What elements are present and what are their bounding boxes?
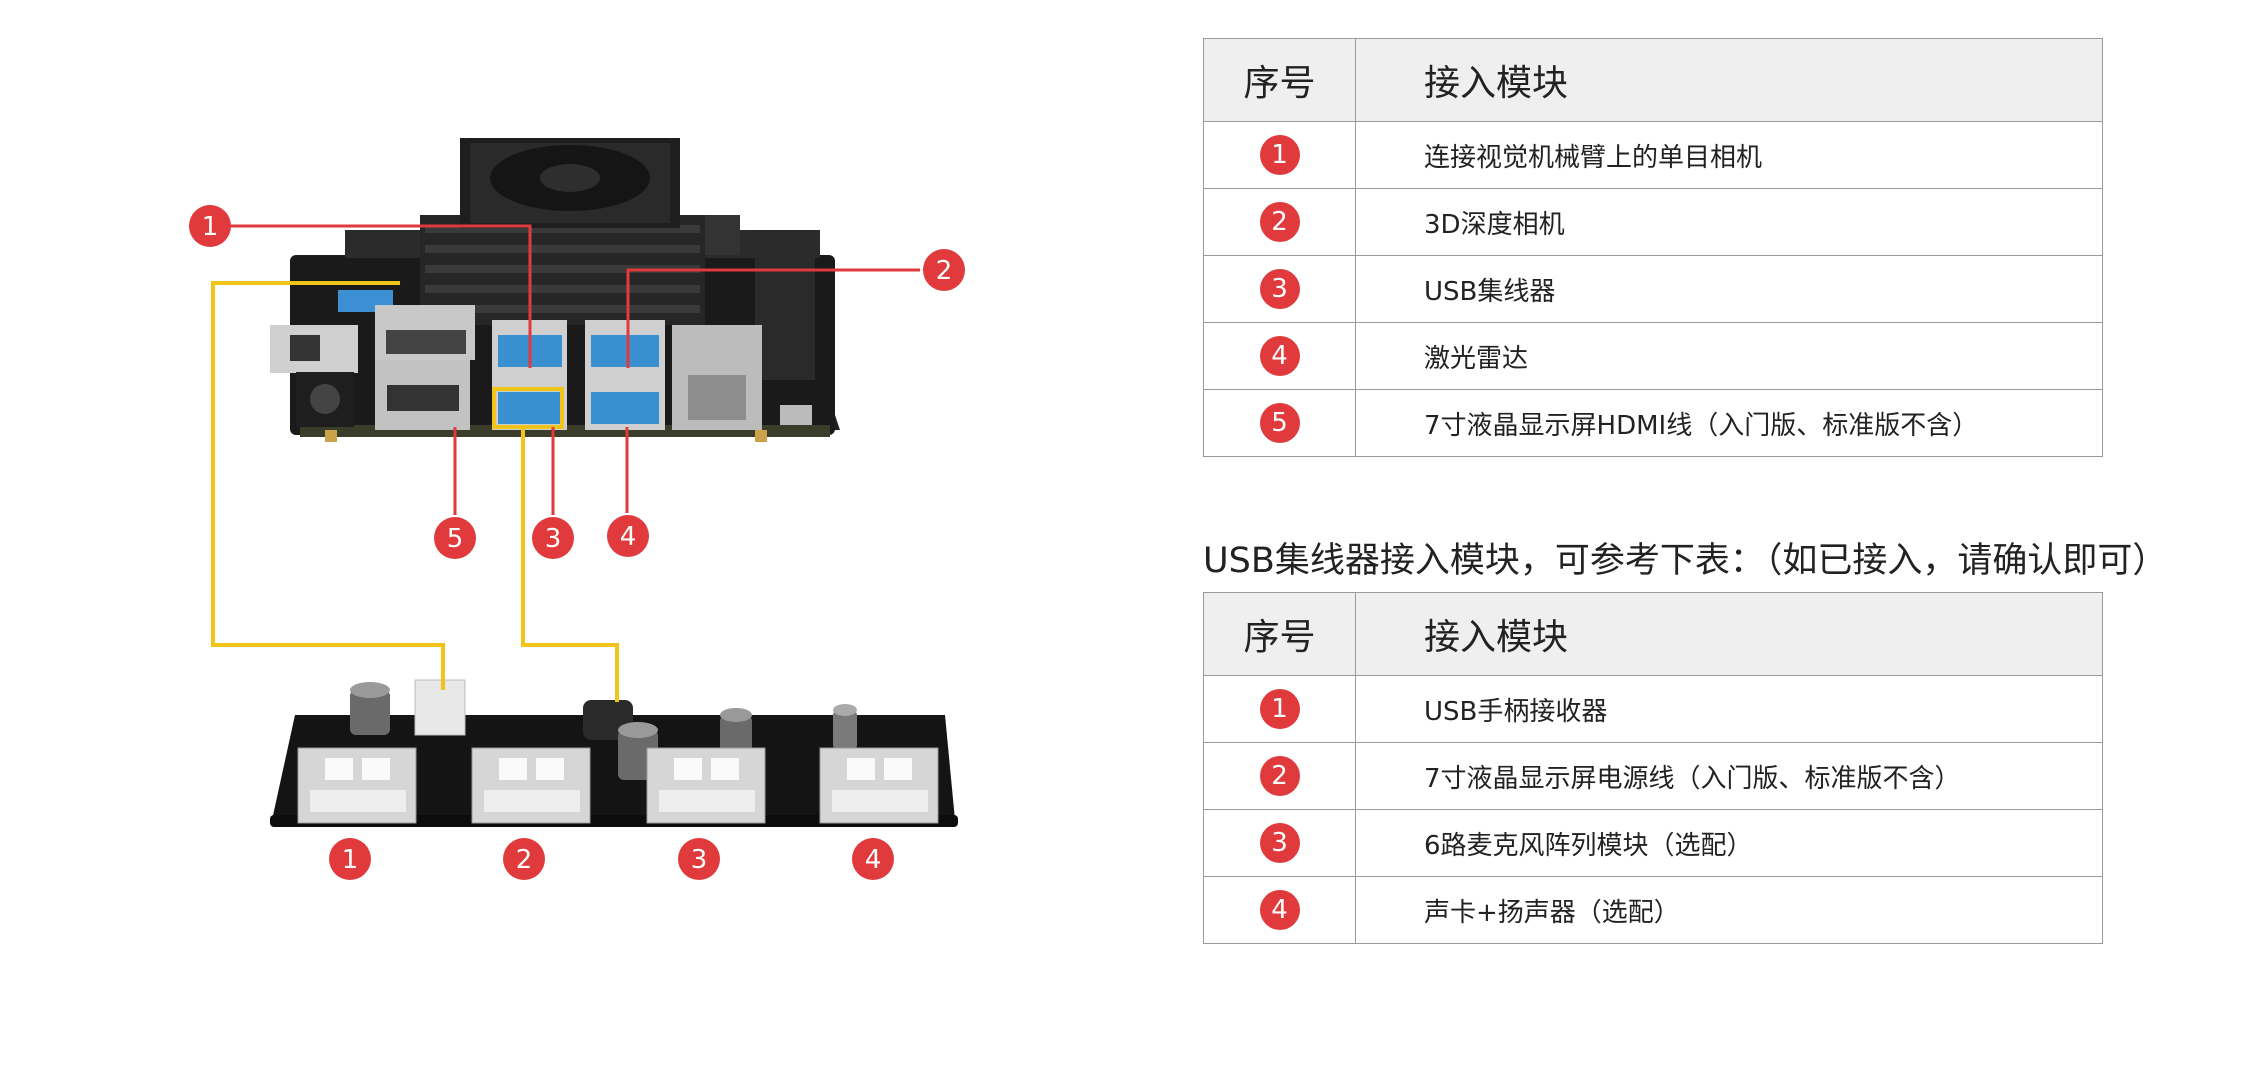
module-cell: USB集线器 <box>1355 255 2103 323</box>
main-board-table: 序号 接入模块 1 连接视觉机械臂上的单目相机 2 3D深度相机 3 USB集线… <box>1203 38 2103 457</box>
hub-callout-label: 1 <box>342 845 359 875</box>
table-header-row: 序号 接入模块 <box>1203 592 2103 676</box>
table-row: 1 连接视觉机械臂上的单目相机 <box>1203 121 2103 189</box>
wiring-diagram: 1 2 5 3 4 1 2 3 4 <box>189 138 965 880</box>
number-badge: 2 <box>1259 202 1300 242</box>
board-callout-1: 1 <box>189 205 231 247</box>
hub-port-1 <box>297 747 417 824</box>
board-callout-2: 2 <box>923 249 965 291</box>
hub-port-4 <box>819 747 939 824</box>
usb-hub-heading: USB集线器接入模块，可参考下表：（如已接入，请确认即可） <box>1203 541 2168 581</box>
module-cell: 激光雷达 <box>1355 322 2103 390</box>
hub-callout-1: 1 <box>329 838 371 880</box>
hub-callout-label: 2 <box>516 845 533 875</box>
module-cell: USB手柄接收器 <box>1355 675 2103 743</box>
board-callout-label: 3 <box>545 524 562 554</box>
table-row: 4 声卡+扬声器（选配） <box>1203 876 2103 944</box>
column-header-module: 接入模块 <box>1355 38 2103 122</box>
module-cell: 6路麦克风阵列模块（选配） <box>1355 809 2103 877</box>
table-row: 4 激光雷达 <box>1203 322 2103 390</box>
table-row: 2 3D深度相机 <box>1203 188 2103 256</box>
board-callout-label: 4 <box>620 522 637 552</box>
board-callout-label: 1 <box>202 212 219 242</box>
hub-port-3 <box>646 747 766 824</box>
hub-callout-label: 3 <box>691 845 708 875</box>
table-row: 3 6路麦克风阵列模块（选配） <box>1203 809 2103 877</box>
module-cell: 连接视觉机械臂上的单目相机 <box>1355 121 2103 189</box>
controller-board <box>270 138 840 442</box>
hub-callout-3: 3 <box>678 838 720 880</box>
number-badge: 4 <box>1259 890 1300 930</box>
number-badge: 3 <box>1259 823 1300 863</box>
board-callout-label: 5 <box>447 524 464 554</box>
table-row: 3 USB集线器 <box>1203 255 2103 323</box>
table-row: 2 7寸液晶显示屏电源线（入门版、标准版不含） <box>1203 742 2103 810</box>
table-row: 5 7寸液晶显示屏HDMI线（入门版、标准版不含） <box>1203 389 2103 457</box>
fan <box>460 138 680 228</box>
hub-callout-4: 4 <box>852 838 894 880</box>
number-badge: 2 <box>1259 756 1300 796</box>
board-callout-4: 4 <box>607 515 649 557</box>
module-cell: 3D深度相机 <box>1355 188 2103 256</box>
hub-port-2 <box>471 747 591 824</box>
number-badge: 1 <box>1259 689 1300 729</box>
table-row: 1 USB手柄接收器 <box>1203 675 2103 743</box>
hub-callout-label: 4 <box>865 845 882 875</box>
hub-callout-2: 2 <box>503 838 545 880</box>
board-callout-5: 5 <box>434 517 476 559</box>
number-badge: 1 <box>1259 135 1300 175</box>
usb-hub-table: 序号 接入模块 1 USB手柄接收器 2 7寸液晶显示屏电源线（入门版、标准版不… <box>1203 592 2103 944</box>
table-header-row: 序号 接入模块 <box>1203 38 2103 122</box>
usb-hub-board <box>270 679 958 827</box>
module-cell: 7寸液晶显示屏HDMI线（入门版、标准版不含） <box>1355 389 2103 457</box>
number-badge: 4 <box>1259 336 1300 376</box>
module-cell: 声卡+扬声器（选配） <box>1355 876 2103 944</box>
board-callout-3: 3 <box>532 517 574 559</box>
red-leader-lines <box>230 224 920 515</box>
column-header-number: 序号 <box>1203 38 1356 122</box>
number-badge: 5 <box>1259 403 1300 443</box>
number-badge: 3 <box>1259 269 1300 309</box>
column-header-module: 接入模块 <box>1355 592 2103 676</box>
column-header-number: 序号 <box>1203 592 1356 676</box>
board-callout-label: 2 <box>936 256 953 286</box>
yellow-wires <box>211 281 619 702</box>
module-cell: 7寸液晶显示屏电源线（入门版、标准版不含） <box>1355 742 2103 810</box>
